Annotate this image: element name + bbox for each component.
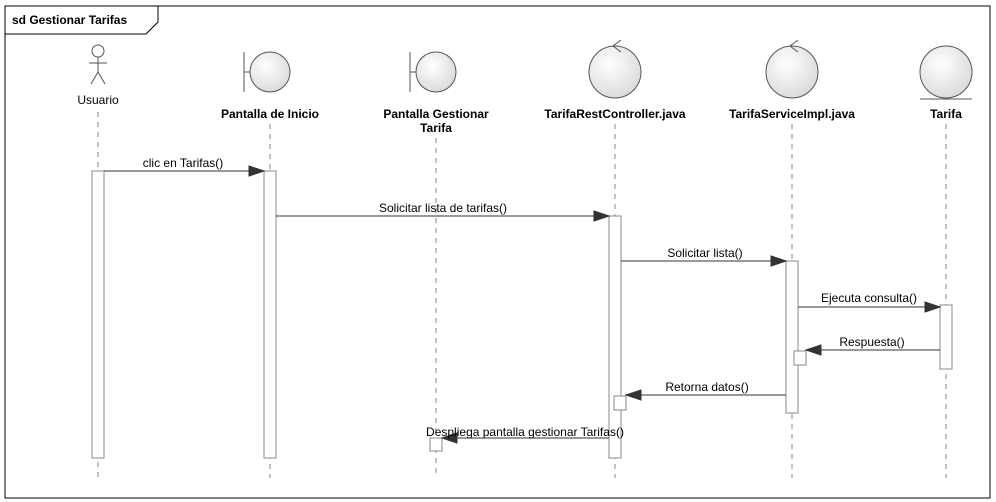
return-box-pantalla-gestionar [429, 437, 443, 452]
lifeline-label-pantalla-inicio: Pantalla de Inicio [221, 107, 319, 121]
return-box-service-impl [793, 350, 807, 366]
frame-border [4, 5, 991, 499]
message-label-m5: Respuesta() [839, 335, 904, 349]
lifeline-label-tarifa: Tarifa [930, 107, 962, 121]
arrowhead [924, 301, 942, 313]
message-label-m3: Solicitar lista() [667, 246, 742, 260]
frame-title: sd Gestionar Tarifas [12, 13, 127, 27]
boundary-icon [409, 51, 457, 93]
control-icon [588, 39, 642, 99]
message-label-m4: Ejecuta consulta() [821, 291, 917, 305]
message-label-m1: clic en Tarifas() [143, 156, 223, 170]
entity-icon [919, 45, 973, 100]
activation-tarifa [939, 304, 953, 370]
arrowhead [248, 165, 266, 177]
activation-pantalla-inicio [263, 170, 277, 459]
lifeline-label-pantalla-gestionar-line2: Tarifa [420, 121, 452, 135]
arrowhead [804, 344, 822, 356]
message-label-m7: Despliega pantalla gestionar Tarifas() [426, 425, 624, 439]
activation-service-impl [785, 260, 799, 414]
lifeline-label-pantalla-gestionar: Pantalla Gestionar [383, 107, 489, 121]
lifeline-label-rest-controller: TarifaRestController.java [544, 107, 685, 121]
activation-usuario [91, 170, 105, 459]
control-icon [765, 39, 819, 99]
return-box-rest-controller [613, 395, 627, 411]
lifeline-label-service-impl: TarifaServiceImpl.java [729, 107, 855, 121]
boundary-icon [243, 51, 291, 93]
arrowhead [593, 210, 611, 222]
arrowhead [770, 255, 788, 267]
frame-title-tab [4, 5, 159, 35]
arrowhead [440, 432, 458, 444]
lifeline-label-usuario: Usuario [77, 93, 119, 107]
message-label-m6: Retorna datos() [665, 380, 748, 394]
arrowhead [624, 389, 642, 401]
message-label-m2: Solicitar lista de tarifas() [379, 201, 507, 215]
actor-icon [89, 44, 107, 85]
activation-rest-controller [608, 215, 622, 459]
